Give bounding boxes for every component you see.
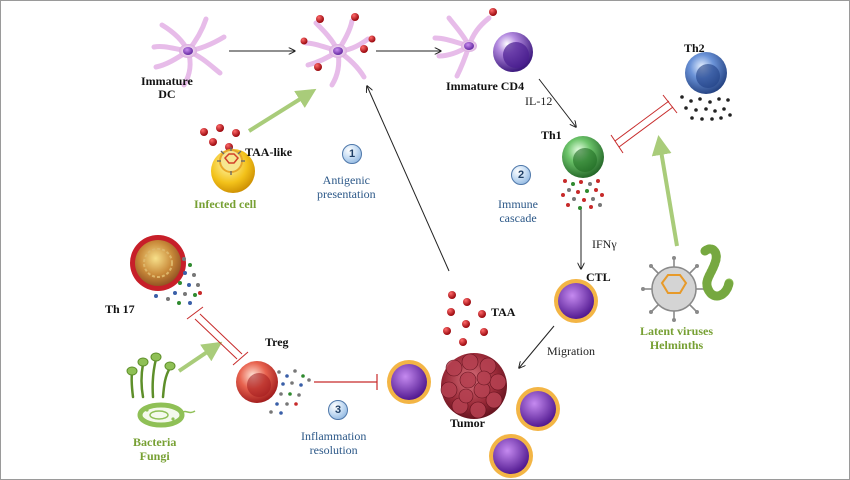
label-latent-viruses-helminths: Latent viruses Helminths bbox=[640, 324, 713, 352]
label-th17: Th 17 bbox=[105, 302, 135, 316]
arrow-viruses-to-th2 bbox=[651, 135, 679, 247]
label-th1: Th1 bbox=[541, 128, 562, 142]
arrow-bacteria-to-treg bbox=[177, 341, 223, 373]
step-badge-1: 1 bbox=[342, 144, 362, 164]
label-il12: IL-12 bbox=[525, 94, 553, 108]
th17-cell bbox=[130, 235, 202, 305]
arrow-infected-cell-to-dc bbox=[247, 88, 317, 133]
latent-virus bbox=[641, 256, 707, 322]
label-taa-like: TAA-like bbox=[245, 145, 293, 159]
inhibition-treg-ctl bbox=[314, 374, 378, 390]
label-infected-cell: Infected cell bbox=[194, 197, 257, 211]
bacteria bbox=[137, 402, 196, 428]
label-immature-cd4: Immature CD4 bbox=[446, 79, 525, 93]
th17-cytokines bbox=[154, 257, 202, 305]
immature-dc-cell bbox=[151, 16, 227, 88]
taa-antigens bbox=[443, 291, 488, 346]
virus-spikes bbox=[217, 147, 245, 175]
label-inflammation-resolution: Inflammation resolution bbox=[301, 429, 367, 457]
inhibition-th17-treg bbox=[186, 306, 249, 366]
label-immature-dc: Immature DC bbox=[141, 74, 193, 101]
ctl-cell bbox=[554, 279, 598, 323]
label-treg: Treg bbox=[265, 335, 289, 349]
dc-cd4-synapse bbox=[432, 8, 533, 79]
th1-cytokines bbox=[561, 179, 604, 210]
label-tumor: Tumor bbox=[450, 416, 485, 430]
connection-arrows bbox=[177, 51, 679, 390]
label-immune-cascade: Immune cascade bbox=[498, 197, 538, 225]
arrow-cd4-to-th1 bbox=[538, 78, 576, 127]
inhibition-th1-th2 bbox=[610, 94, 678, 154]
infected-cell bbox=[200, 124, 255, 193]
label-ctl: CTL bbox=[586, 270, 611, 284]
label-migration: Migration bbox=[547, 344, 595, 358]
label-th2: Th2 bbox=[684, 41, 705, 55]
treg-cell bbox=[236, 361, 311, 415]
label-bacteria-fungi: Bacteria Fungi bbox=[133, 435, 177, 463]
th2-cytokines bbox=[680, 95, 732, 121]
fungi bbox=[126, 352, 176, 399]
ctl-cells-around-tumor bbox=[387, 360, 560, 478]
arrow-tumor-to-dc bbox=[367, 86, 450, 272]
mature-dc-cell bbox=[300, 13, 376, 88]
step-badge-2: 2 bbox=[511, 165, 531, 185]
helminth-worm bbox=[700, 244, 734, 301]
virus-spikes bbox=[644, 259, 704, 319]
step-badge-3: 3 bbox=[328, 400, 348, 420]
tumor-mass bbox=[440, 353, 507, 419]
label-taa: TAA bbox=[491, 305, 516, 319]
th2-cell bbox=[680, 52, 732, 121]
treg-cytokines bbox=[269, 369, 311, 415]
th1-cell bbox=[561, 136, 604, 210]
label-antigenic-presentation: Antigenic presentation bbox=[317, 173, 376, 201]
label-ifng: IFNγ bbox=[592, 237, 617, 251]
arrow-ctl-migration bbox=[519, 325, 555, 368]
